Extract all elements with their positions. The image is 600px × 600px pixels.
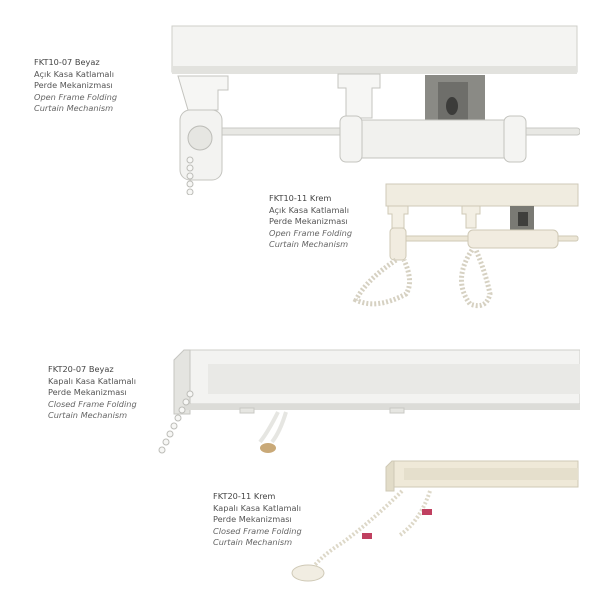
product-name-tr-line2: Perde Mekanizması xyxy=(34,80,113,90)
product-name-en-line1: Open Frame Folding xyxy=(34,91,118,102)
product-caption-fkt20-11: FKT20-11 Krem Kapalı Kasa Katlamalı Perd… xyxy=(213,491,302,549)
product-image-fkt20-11 xyxy=(290,455,580,585)
product-name-en-line1: Closed Frame Folding xyxy=(48,398,137,409)
product-name-tr-line1: Kapalı Kasa Katlamalı xyxy=(48,375,137,386)
product-name-en-line2: Curtain Mechanism xyxy=(269,239,349,249)
product-name-tr-line1: Kapalı Kasa Katlamalı xyxy=(213,502,302,513)
product-image-fkt10-11 xyxy=(350,180,580,320)
product-caption-fkt10-07: FKT10-07 Beyaz Açık Kasa Katlamalı Perde… xyxy=(34,57,117,115)
product-name-tr-line1: Açık Kasa Katlamalı xyxy=(34,68,114,79)
product-name-en-line1: Closed Frame Folding xyxy=(213,525,302,536)
product-name-tr-line1: Açık Kasa Katlamalı xyxy=(269,204,349,215)
product-caption-fkt10-11: FKT10-11 Krem Açık Kasa Katlamalı Perde … xyxy=(269,193,352,251)
product-name-tr-line2: Perde Mekanizması xyxy=(48,387,127,397)
product-name-en-line2: Curtain Mechanism xyxy=(48,410,128,420)
product-code: FKT10-11 Krem xyxy=(269,193,332,203)
product-caption-fkt20-07: FKT20-07 Beyaz Kapalı Kasa Katlamalı Per… xyxy=(48,364,137,422)
product-name-tr-line2: Perde Mekanizması xyxy=(213,514,292,524)
product-name-en-line2: Curtain Mechanism xyxy=(213,537,293,547)
product-image-fkt10-07 xyxy=(160,20,580,195)
product-name-en-line2: Curtain Mechanism xyxy=(34,103,114,113)
product-code: FKT20-11 Krem xyxy=(213,491,276,501)
product-code: FKT20-07 Beyaz xyxy=(48,364,114,374)
product-code: FKT10-07 Beyaz xyxy=(34,57,100,67)
product-name-tr-line2: Perde Mekanizması xyxy=(269,216,348,226)
product-image-fkt20-07 xyxy=(150,340,580,455)
product-name-en-line1: Open Frame Folding xyxy=(269,227,353,238)
